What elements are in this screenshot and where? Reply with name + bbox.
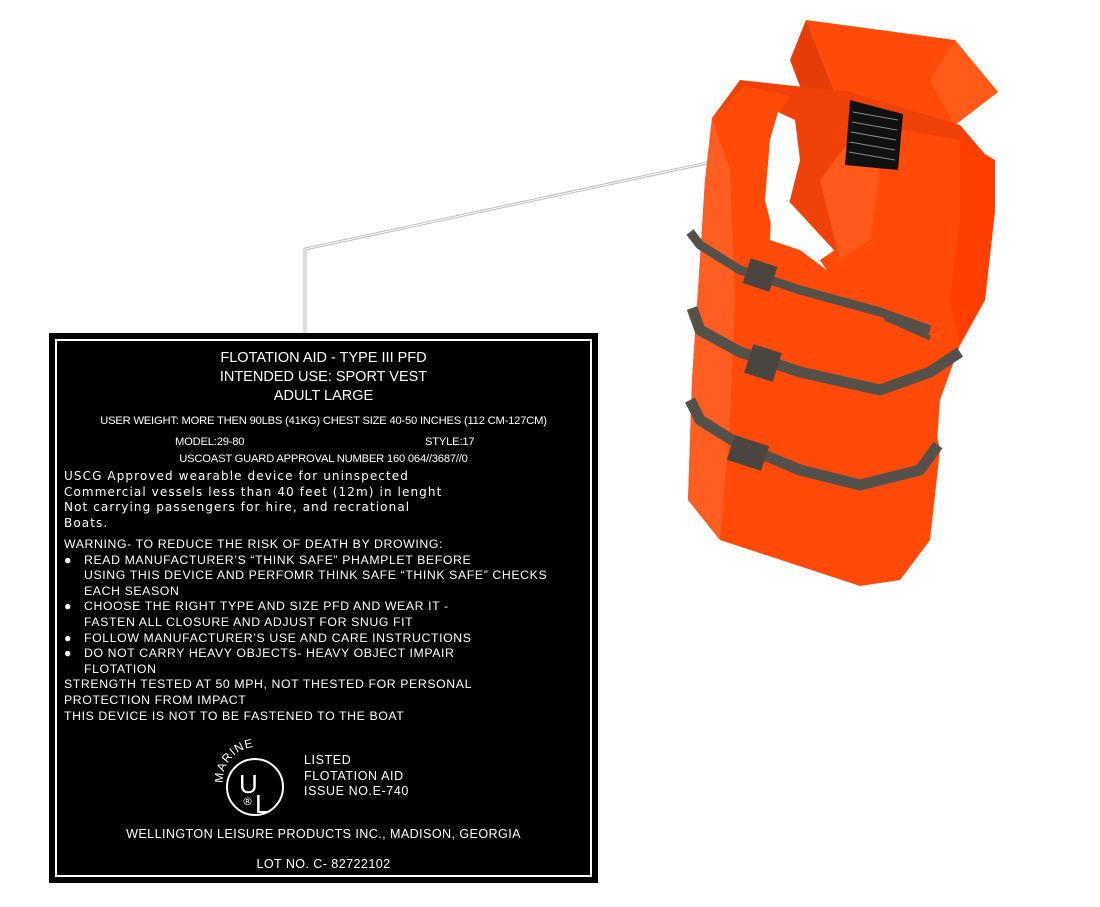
warning-bullet: ●READ MANUFACTURER’S “THINK SAFE” PHAMPL… [64, 552, 472, 567]
manufacturer-text: WELLINGTON LEISURE PRODUCTS INC., MADISO… [126, 827, 521, 841]
style-text: STYLE:17 [425, 436, 475, 448]
lot-number-text: LOT NO. C- 82722102 [256, 857, 391, 871]
warning-bullet: ●DO NOT CARRY HEAVY OBJECTS- HEAVY OBJEC… [64, 646, 455, 661]
warning-bullet-cont: FLOTATION [84, 661, 157, 676]
listed-line: ISSUE NO.E-740 [304, 784, 409, 798]
pfd-label-border: FLOTATION AID - TYPE III PFD INTENDED US… [55, 339, 592, 877]
warning-bullet-cont: EACH SEASON [84, 583, 180, 598]
vest-buckle-top [742, 258, 778, 292]
approval-text: USCOAST GUARD APPROVAL NUMBER 160 064//3… [179, 453, 468, 465]
warning-bullet-cont: USING THIS DEVICE AND PERFOMR THINK SAFE… [84, 568, 548, 583]
strength-line: PROTECTION FROM IMPACT [64, 692, 247, 707]
vest-buckle-middle [744, 344, 782, 382]
pfd-label-panel: FLOTATION AID - TYPE III PFD INTENDED US… [49, 333, 598, 883]
warning-block: WARNING- TO REDUCE THE RISK OF DEATH BY … [64, 537, 547, 724]
label-title-2: INTENDED USE: SPORT VEST [219, 369, 428, 385]
warning-bullet: ●CHOOSE THE RIGHT TYPE AND SIZE PFD AND … [64, 599, 449, 614]
vest-strap-bottom [685, 397, 943, 491]
ul-registered-mark: ® [242, 795, 253, 808]
ul-l-letter: L [255, 789, 269, 819]
model-text: MODEL:29-80 [175, 436, 245, 448]
uscg-line: Not carrying passengers for hire, and re… [64, 500, 411, 515]
vest-arm-opening [765, 112, 800, 240]
warning-title: WARNING- TO REDUCE THE RISK OF DEATH BY … [64, 537, 444, 551]
uscg-line: Boats. [64, 515, 109, 530]
user-weight-text: USER WEIGHT: MORE THEN 90LBS (41KG) CHES… [100, 415, 547, 427]
listed-line: FLOTATION AID [304, 768, 404, 783]
warning-bullet: ●FOLLOW MANUFACTURER’S USE AND CARE INST… [64, 630, 472, 645]
label-title-1: FLOTATION AID - TYPE III PFD [220, 350, 427, 366]
listed-block: LISTED FLOTATION AID ISSUE NO.E-740 [304, 753, 409, 800]
vest-strap-middle [686, 306, 964, 396]
warning-bullet-cont: FASTEN ALL CLOSURE AND ADJUST FOR SNUG F… [84, 614, 414, 629]
uscg-line: USCG Approved wearable device for uninsp… [64, 469, 409, 483]
uscg-approval-block: USCG Approved wearable device for uninsp… [64, 469, 442, 531]
vest-buckle-bottom [726, 435, 770, 471]
not-fastened-line: THIS DEVICE IS NOT TO BE FASTENED TO THE… [64, 708, 405, 723]
label-title-3: ADULT LARGE [273, 388, 374, 404]
listed-line: LISTED [304, 753, 352, 767]
ul-u-letter: U [239, 769, 258, 799]
ul-marine-mark: MARINE U L ® [215, 736, 284, 819]
uscg-line: Commercial vessels less than 40 feet (12… [64, 484, 443, 499]
strength-line: STRENGTH TESTED AT 50 MPH, NOT THESTED F… [64, 677, 473, 692]
vest-label-tag [845, 100, 903, 170]
